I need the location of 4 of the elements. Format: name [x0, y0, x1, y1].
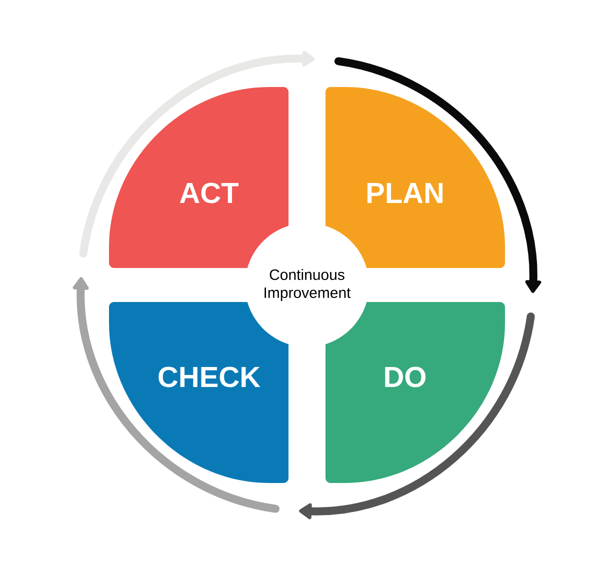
curved-arrow — [334, 57, 542, 293]
curved-arrow — [79, 50, 315, 258]
curved-arrow — [299, 312, 535, 520]
curved-arrow — [72, 277, 280, 513]
